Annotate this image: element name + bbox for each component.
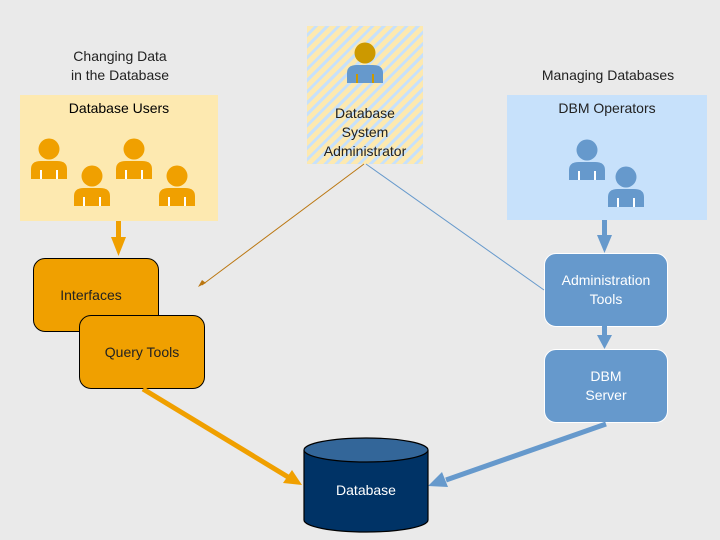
left-heading-line2: in the Database	[70, 67, 170, 83]
dbm-server-box[interactable]: DBM Server	[544, 349, 668, 423]
left-heading: Changing Data in the Database	[40, 47, 200, 85]
dba-person-icon	[347, 42, 383, 83]
person-icon	[74, 165, 110, 206]
database-label: Database	[336, 482, 396, 498]
dba-title-line3: Administrator	[323, 143, 407, 159]
dba-title-line2: System	[341, 124, 389, 140]
person-icon	[569, 139, 605, 180]
interfaces-label: Interfaces	[60, 286, 122, 303]
person-icon	[31, 138, 67, 179]
database-cylinder[interactable]	[303, 437, 429, 533]
dbm-operators-icons	[569, 139, 644, 207]
database-users-title: Database Users	[68, 100, 170, 116]
dbm-operators-title: DBM Operators	[558, 100, 656, 116]
left-heading-line1: Changing Data	[73, 48, 167, 64]
person-icon	[159, 165, 195, 206]
arrow-admin-to-server	[597, 325, 612, 349]
administration-tools-box[interactable]: Administration Tools	[544, 253, 668, 327]
admin-tools-line2: Tools	[589, 291, 623, 307]
dbm-server-line1: DBM	[590, 368, 622, 384]
arrow-users-to-interfaces	[111, 221, 126, 256]
person-icon	[608, 166, 644, 207]
arrow-operators-to-admin	[597, 220, 612, 253]
dbm-operators-panel: DBM Operators	[507, 95, 707, 220]
database-users-icons	[31, 138, 195, 206]
arrow-server-to-database	[428, 421, 607, 487]
dbm-server-line2: Server	[585, 387, 627, 403]
dba-arrowhead-left	[198, 280, 206, 287]
person-icon	[116, 138, 152, 179]
arrow-query-to-database	[141, 386, 302, 485]
dba-panel: Database System Administrator	[307, 26, 423, 164]
query-tools-label: Query Tools	[104, 343, 180, 360]
dba-line-left	[201, 163, 365, 286]
dba-title-line1: Database	[335, 105, 395, 121]
query-tools-box[interactable]: Query Tools	[79, 315, 205, 389]
dba-line-right	[365, 163, 545, 291]
admin-tools-line1: Administration	[561, 272, 651, 288]
right-heading: Managing Databases	[541, 67, 675, 83]
